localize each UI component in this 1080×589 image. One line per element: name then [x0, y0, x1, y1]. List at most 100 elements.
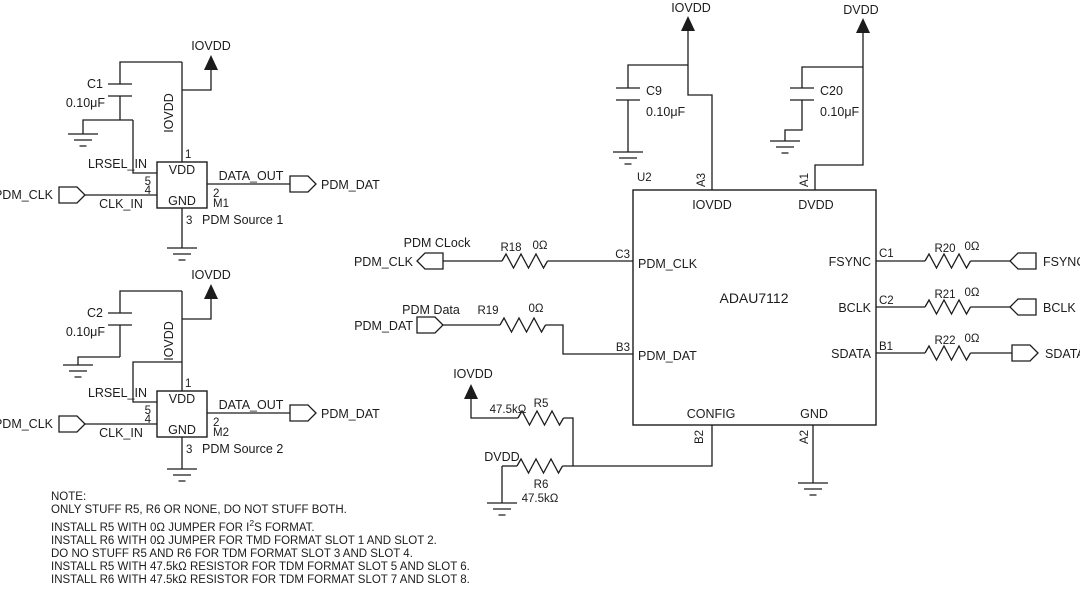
pin-name-gnd: GND [800, 407, 828, 421]
signal-caption: PDM CLock [404, 236, 471, 250]
pin4-number: 4 [145, 185, 152, 197]
r6-resistor [516, 457, 564, 475]
port-label: BCLK [1043, 301, 1076, 315]
port-label: PDM_CLK [354, 255, 414, 269]
net-label: IOVDD [191, 268, 231, 282]
port-label: PDM_CLK [0, 188, 54, 202]
net-label-rotated: IOVDD [162, 321, 176, 361]
r21-resistor [924, 298, 972, 316]
r19-ref: R19 [477, 305, 498, 317]
c9-capacitor [616, 87, 640, 152]
bclk-connector [1009, 298, 1037, 316]
lrsel-pin-label: LRSEL_IN [88, 386, 147, 400]
ground-symbol [613, 151, 643, 165]
iovdd-power-arrow [204, 55, 218, 70]
pin-name-config: CONFIG [687, 407, 736, 421]
pin-num-c2: C2 [879, 295, 894, 307]
r18-ref: R18 [500, 242, 521, 254]
note-line: DO NO STUFF R5 AND R6 FOR TDM FORMAT SLO… [51, 547, 413, 560]
r20-resistor [924, 252, 972, 270]
pin3-number: 3 [186, 215, 192, 227]
pdm-dat-connector [416, 316, 444, 334]
pin-num-c3: C3 [615, 249, 630, 261]
r5-ref: R5 [534, 398, 549, 410]
ground-symbol [167, 468, 197, 482]
refdes: M1 [213, 198, 229, 210]
pin1-number: 1 [185, 149, 191, 161]
ground-symbol [167, 247, 197, 261]
ground-symbol [487, 502, 517, 516]
cap-value: 0.10μF [646, 105, 686, 119]
pin5-number: 5 [145, 405, 151, 417]
c1-capacitor [108, 83, 132, 120]
r21-value: 0Ω [965, 287, 980, 299]
ground-symbol [770, 140, 800, 154]
gnd-pin-label: GND [168, 423, 196, 437]
dvdd-power-arrow [856, 18, 870, 33]
lrsel-pin-label: LRSEL_IN [88, 157, 147, 171]
ground-symbol [63, 364, 93, 378]
pin-name-pdm-clk: PDM_CLK [638, 257, 698, 271]
note-title: NOTE: [51, 491, 87, 503]
cap-ref: C9 [646, 84, 662, 98]
net-label: IOVDD [671, 1, 711, 15]
net-label: DVDD [843, 3, 878, 17]
refdes: U2 [637, 172, 652, 184]
r19-resistor [499, 316, 547, 334]
r5-value: 47.5kΩ [490, 404, 527, 416]
iovdd-power-arrow [681, 16, 695, 31]
port-label: PDM_DAT [321, 407, 380, 421]
port-label: SDATA [1045, 347, 1080, 361]
pdm-dat-connector [289, 404, 317, 422]
r20-value: 0Ω [965, 241, 980, 253]
r22-resistor [924, 344, 972, 362]
pdm-input-jumpers: PDM CLock PDM_CLK R18 0Ω PDM Data PDM_DA… [354, 236, 633, 355]
cap-value: 0.10μF [66, 325, 106, 339]
data-out-pin-label: DATA_OUT [219, 169, 284, 183]
note-line: INSTALL R6 WITH 47.5kΩ RESISTOR FOR TDM … [51, 573, 470, 586]
pin-name-sdata: SDATA [831, 347, 871, 361]
serial-output-jumpers: R20 0Ω FSYNC R21 0Ω BCLK R22 0Ω SDATA [876, 241, 1080, 362]
cap-value: 0.10μF [820, 105, 860, 119]
pin2-number: 2 [213, 188, 219, 200]
part-number: ADAU7112 [719, 290, 788, 306]
pin3-number: 3 [186, 444, 192, 456]
clk-in-pin-label: CLK_IN [99, 426, 143, 440]
port-label: FSYNC [1043, 255, 1080, 269]
pdm-dat-connector [289, 175, 317, 193]
pin-name-iovdd: IOVDD [692, 198, 732, 212]
r22-value: 0Ω [965, 333, 980, 345]
r19-value: 0Ω [529, 303, 544, 315]
net-label: DVDD [484, 450, 519, 464]
pdm-source-1-circuit: IOVDD IOVDD C1 0.10μF PDM_CLK 1 VDD GND … [0, 39, 380, 261]
r6-ref: R6 [534, 479, 549, 491]
source-caption: PDM Source 1 [202, 213, 283, 227]
vdd-pin-label: VDD [169, 163, 195, 177]
r18-value: 0Ω [533, 240, 548, 252]
iovdd-power-arrow [204, 284, 218, 299]
port-label: PDM_DAT [321, 178, 380, 192]
pin-name-bclk: BCLK [838, 301, 871, 315]
note-line: INSTALL R6 WITH 0Ω JUMPER FOR TMD FORMAT… [51, 534, 437, 547]
pdm-source-2-circuit: IOVDD IOVDD C2 0.10μF PDM_CLK 1 VDD GND … [0, 268, 380, 482]
source-caption: PDM Source 2 [202, 442, 283, 456]
net-label-rotated: IOVDD [162, 93, 176, 133]
c2-capacitor [108, 312, 132, 357]
r18-resistor [501, 252, 549, 270]
fsync-connector [1009, 252, 1037, 270]
pin-name-fsync: FSYNC [829, 255, 871, 269]
pin-num-a1: A1 [799, 173, 811, 187]
pdm-clk-connector [58, 186, 86, 204]
r21-ref: R21 [934, 289, 955, 301]
pin-num-b2: B2 [694, 430, 706, 444]
pin2-number: 2 [213, 417, 219, 429]
pin4-number: 4 [145, 414, 152, 426]
pin-num-b3: B3 [616, 342, 630, 354]
vdd-pin-label: VDD [169, 392, 195, 406]
pin1-number: 1 [185, 378, 191, 390]
port-label: PDM_DAT [354, 319, 413, 333]
superscript-2: 2 [249, 518, 255, 528]
r5-resistor [517, 409, 565, 427]
cap-ref: C2 [87, 306, 103, 320]
